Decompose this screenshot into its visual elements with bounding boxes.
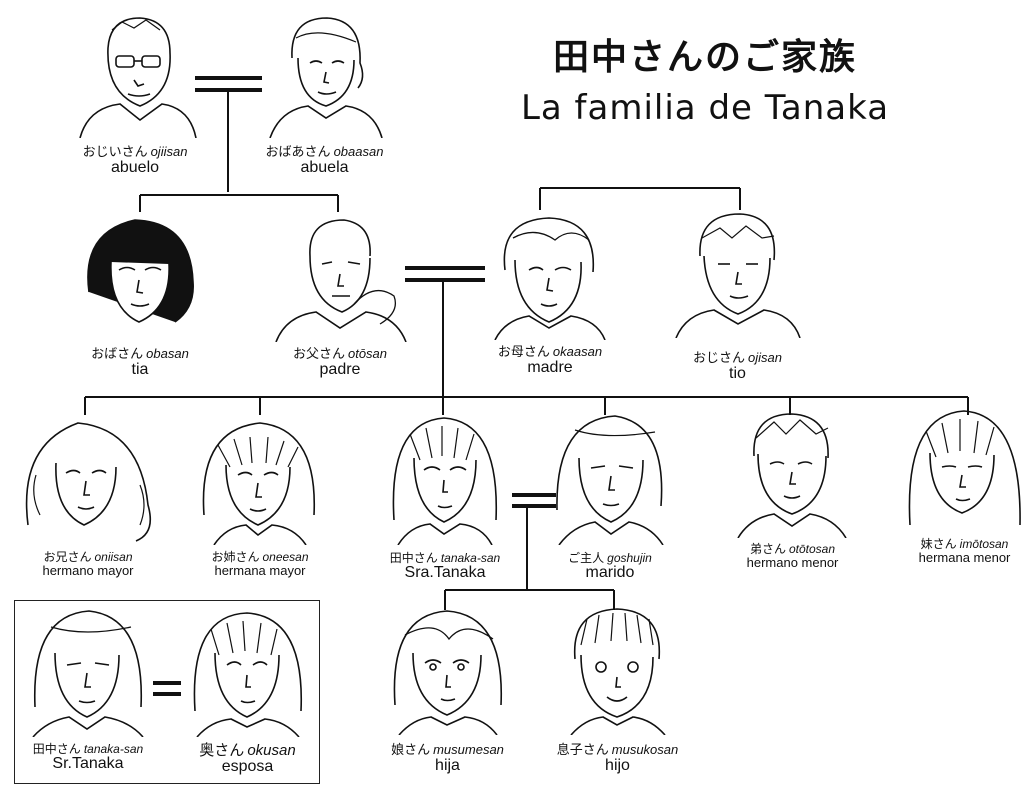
hermana-menor-portrait	[908, 410, 1021, 526]
title-japanese: 田中さんのご家族	[552, 37, 857, 78]
tia-portrait	[87, 219, 194, 323]
marido-es-label: marido	[585, 563, 635, 581]
madre-es-label: madre	[527, 358, 573, 376]
title-spanish: La familia de Tanaka	[520, 88, 890, 128]
sra-tanaka-portrait	[392, 417, 498, 545]
hermano-menor-portrait	[737, 413, 847, 538]
sra-tanaka-es-label: Sra.Tanaka	[404, 563, 486, 581]
abuelo-portrait	[79, 17, 197, 138]
abuela-es-label: abuela	[300, 158, 349, 176]
hermano-menor-es-label: hermano menor	[746, 554, 839, 570]
sr-tanaka-es-label: Sr.Tanaka	[52, 754, 124, 772]
esposa-portrait	[193, 612, 303, 737]
hermana-menor-es-label: hermana menor	[918, 549, 1011, 565]
esposa-es-label: esposa	[221, 757, 274, 775]
tio-portrait	[675, 213, 801, 338]
padre-portrait	[275, 219, 407, 342]
hijo-es-label: hijo	[605, 756, 630, 774]
hija-portrait	[393, 610, 503, 735]
hija-es-label: hija	[435, 756, 460, 774]
padre-es-label: padre	[319, 360, 361, 378]
abuela-portrait	[269, 17, 383, 138]
marriage-symbol	[153, 681, 181, 696]
hijo-portrait	[570, 608, 666, 735]
tio-es-label: tio	[729, 364, 746, 382]
hermana-mayor-es-label: hermana mayor	[214, 562, 306, 578]
sr-tanaka-portrait	[32, 610, 144, 737]
page-title: 田中さんのご家族 La familia de Tanaka	[490, 28, 920, 128]
madre-portrait	[494, 217, 606, 340]
abuelo-es-label: abuelo	[110, 158, 160, 176]
marido-portrait	[556, 415, 664, 545]
tia-es-label: tia	[131, 360, 149, 378]
hermana-mayor-portrait	[202, 422, 316, 545]
hermano-mayor-portrait	[25, 422, 152, 542]
hermano-mayor-es-label: hermano mayor	[42, 562, 134, 578]
